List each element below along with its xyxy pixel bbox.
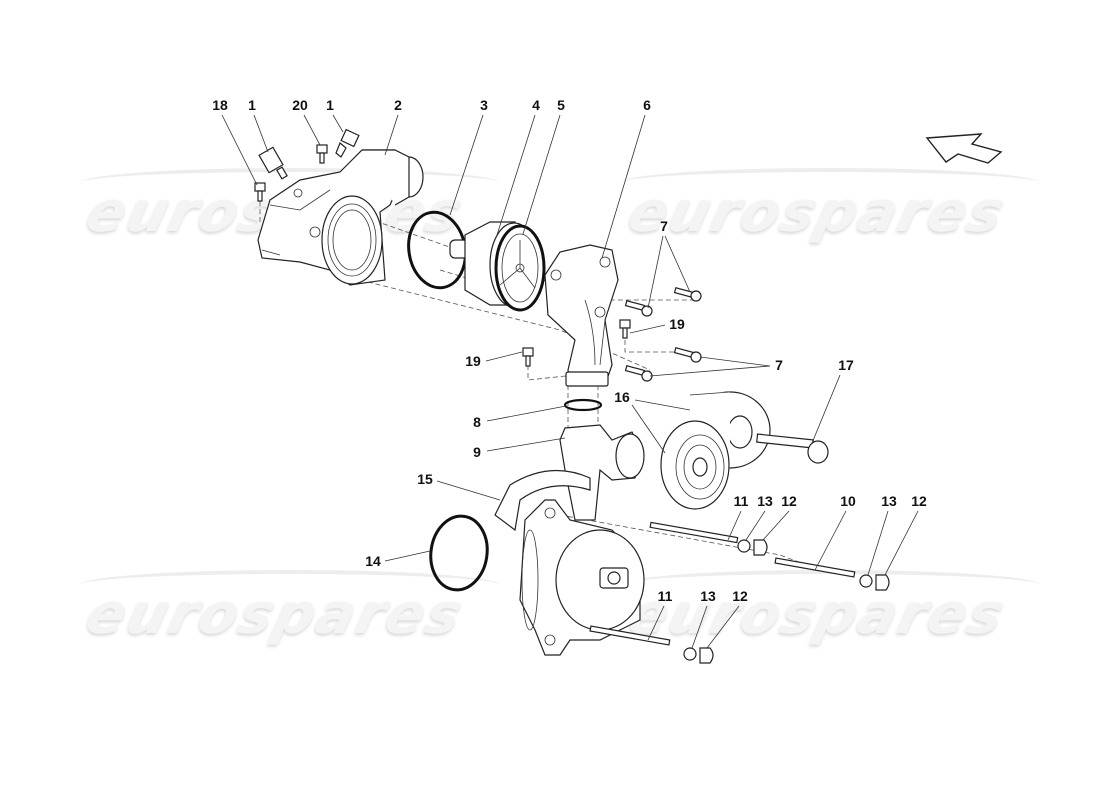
callout-13: 13 [757, 493, 773, 509]
part-pump-outlet-pipe [559, 424, 645, 521]
part-long-stud [774, 557, 856, 578]
callout-16: 16 [614, 389, 630, 405]
callout-9: 9 [473, 444, 481, 460]
callout-13: 13 [700, 588, 716, 604]
part-cap-nut [699, 647, 714, 664]
part-thermostat-seal [494, 224, 546, 312]
callout-20: 20 [292, 97, 308, 113]
callout-19: 19 [465, 353, 481, 369]
part-screw-small [619, 319, 631, 339]
part-cap-nut [875, 574, 890, 591]
callout-11: 11 [657, 588, 673, 604]
part-water-pump [519, 499, 645, 656]
callout-15: 15 [417, 471, 433, 487]
direction-arrow-icon [925, 133, 1003, 164]
callout-5: 5 [557, 97, 565, 113]
part-thermostat-housing [257, 149, 424, 286]
watermark-swoosh [620, 168, 1040, 198]
part-tensioner-pulley [660, 391, 771, 510]
part-washer [859, 574, 873, 588]
part-bleed-screw [316, 144, 328, 164]
callout-3: 3 [480, 97, 488, 113]
callout-1: 1 [326, 97, 334, 113]
callout-10: 10 [840, 493, 856, 509]
part-drive-belt [494, 469, 591, 532]
part-screw [673, 287, 702, 302]
part-housing-cover [544, 244, 619, 387]
part-o-ring-small [563, 398, 603, 412]
callout-11: 11 [733, 493, 749, 509]
part-washer [683, 647, 697, 661]
callout-14: 14 [365, 553, 381, 569]
part-o-ring-pump [429, 514, 489, 592]
watermark-swoosh [80, 168, 500, 198]
callout-13: 13 [881, 493, 897, 509]
part-sensor [258, 146, 288, 180]
callout-1: 1 [248, 97, 256, 113]
part-pulley-bolt [756, 433, 829, 464]
callout-7: 7 [775, 357, 783, 373]
callout-12: 12 [781, 493, 797, 509]
callout-18: 18 [212, 97, 228, 113]
part-screw-small [522, 347, 534, 367]
callout-17: 17 [838, 357, 854, 373]
part-cap-nut [753, 539, 768, 556]
callout-6: 6 [643, 97, 651, 113]
part-sensor [335, 128, 360, 158]
part-screw [673, 347, 702, 363]
callout-2: 2 [394, 97, 402, 113]
part-screw [624, 300, 653, 317]
part-screw-small [254, 182, 266, 202]
part-stud [649, 521, 739, 544]
callout-19: 19 [669, 316, 685, 332]
watermark-swoosh [80, 570, 500, 600]
callout-12: 12 [732, 588, 748, 604]
part-washer [737, 539, 751, 553]
callout-7: 7 [660, 218, 668, 234]
callout-12: 12 [911, 493, 927, 509]
part-screw [624, 365, 653, 382]
leader-lines [221, 114, 919, 649]
callout-4: 4 [532, 97, 540, 113]
callout-8: 8 [473, 414, 481, 430]
part-stud [589, 625, 671, 646]
